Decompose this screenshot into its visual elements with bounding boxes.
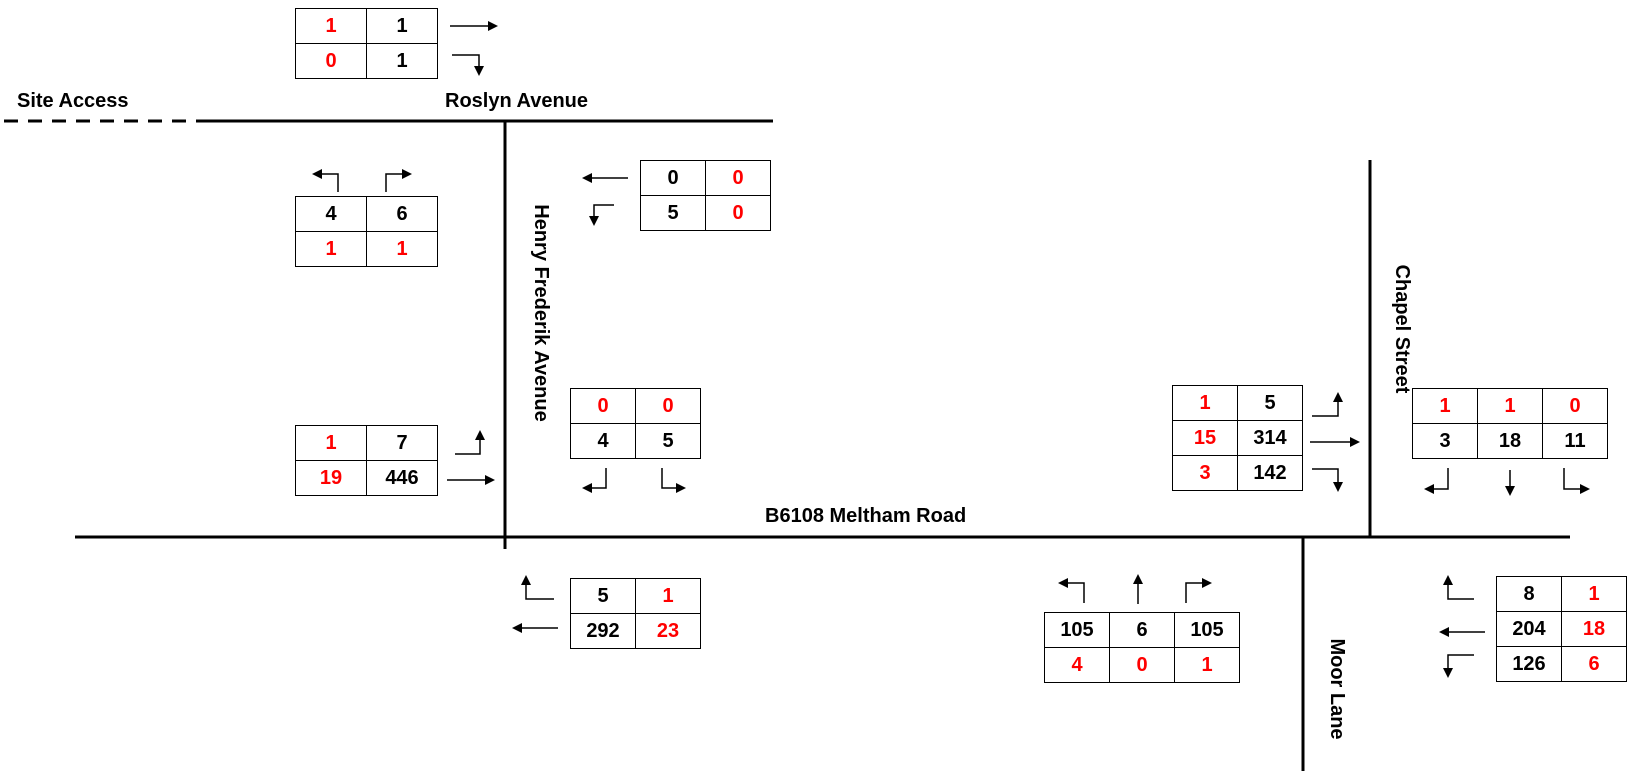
count-cell: 1	[366, 231, 438, 267]
count-cell: 105	[1174, 612, 1240, 648]
turn-left-up-icon	[1058, 578, 1085, 603]
count-cell: 1	[295, 8, 367, 44]
count-cell: 4	[570, 423, 636, 459]
count-cell: 8	[1496, 576, 1562, 612]
turn-left-down-icon	[589, 204, 614, 226]
count-cell: 1	[366, 43, 438, 79]
count-cell: 15	[1172, 420, 1238, 456]
count-cell: 314	[1237, 420, 1303, 456]
count-cell: 1	[1172, 385, 1238, 421]
arrow-right-icon	[1310, 437, 1360, 447]
count-cell: 1	[1412, 388, 1478, 424]
turn-left-down-icon	[1424, 468, 1449, 494]
turn-right-up-icon	[1185, 578, 1212, 603]
count-cell: 126	[1496, 646, 1562, 682]
turn-right-up-icon	[1443, 575, 1474, 600]
turn-left-down-icon	[582, 468, 607, 493]
site-access-label: Site Access	[17, 90, 129, 112]
count-cell: 5	[570, 578, 636, 614]
turn-left-down-icon	[1443, 654, 1474, 678]
roslyn-avenue-count-table: 1 1 0 1	[295, 8, 438, 79]
chapel-street-approach-count-table: 1 1 0 3 18 11	[1412, 388, 1608, 459]
arrow-left-icon	[1439, 627, 1485, 637]
b6108-meltham-road-label: B6108 Meltham Road	[765, 505, 967, 527]
count-cell: 6	[1109, 612, 1175, 648]
count-cell: 4	[1044, 647, 1110, 683]
count-cell: 1	[295, 231, 367, 267]
turn-left-up-icon	[312, 169, 339, 192]
count-cell: 0	[705, 160, 771, 196]
count-cell: 6	[366, 196, 438, 232]
meltham-east-approach-hfa-count-table: 5 1 292 23	[570, 578, 701, 649]
count-cell: 3	[1412, 423, 1478, 459]
count-cell: 11	[1542, 423, 1608, 459]
roslyn-avenue-label: Roslyn Avenue	[445, 90, 588, 112]
count-cell: 292	[570, 613, 636, 649]
count-cell: 4	[295, 196, 367, 232]
count-cell: 18	[1477, 423, 1543, 459]
count-cell: 6	[1561, 646, 1627, 682]
count-cell: 0	[1109, 647, 1175, 683]
hfa-north-left-count-table: 4 6 1 1	[295, 196, 438, 267]
count-cell: 0	[1542, 388, 1608, 424]
count-cell: 1	[1174, 647, 1240, 683]
count-cell: 446	[366, 460, 438, 496]
arrow-left-icon	[582, 173, 628, 183]
count-cell: 18	[1561, 611, 1627, 647]
count-cell: 7	[366, 425, 438, 461]
turn-left-up-icon	[455, 430, 485, 455]
count-cell: 105	[1044, 612, 1110, 648]
count-cell: 1	[366, 8, 438, 44]
count-cell: 23	[635, 613, 701, 649]
turn-right-down-icon	[1563, 468, 1590, 494]
hfa-south-approach-count-table: 0 0 4 5	[570, 388, 701, 459]
count-cell: 1	[295, 425, 367, 461]
count-cell: 1	[1477, 388, 1543, 424]
count-cell: 1	[1561, 576, 1627, 612]
henry-frederik-avenue-label: Henry Frederik Avenue	[530, 204, 552, 422]
turn-right-down-icon	[452, 54, 484, 76]
count-cell: 0	[635, 388, 701, 424]
turn-left-up-icon	[1312, 392, 1343, 417]
count-cell: 5	[635, 423, 701, 459]
arrow-left-icon	[512, 623, 558, 633]
count-cell: 5	[1237, 385, 1303, 421]
count-cell: 0	[640, 160, 706, 196]
count-cell: 0	[570, 388, 636, 424]
chapel-street-label: Chapel Street	[1391, 264, 1413, 394]
moor-lane-label: Moor Lane	[1326, 638, 1348, 740]
count-cell: 204	[1496, 611, 1562, 647]
count-cell: 142	[1237, 455, 1303, 491]
count-cell: 0	[295, 43, 367, 79]
count-cell: 5	[640, 195, 706, 231]
count-cell: 3	[1172, 455, 1238, 491]
meltham-west-approach-count-table: 1 7 19 446	[295, 425, 438, 496]
meltham-west-approach-chapel-count-table: 1 5 15 314 3 142	[1172, 385, 1303, 491]
arrow-right-icon	[447, 475, 495, 485]
moor-lane-approach-count-table: 105 6 105 4 0 1	[1044, 612, 1240, 683]
turn-right-up-icon	[521, 575, 554, 600]
turn-right-up-icon	[385, 169, 412, 192]
arrow-up-icon	[1133, 574, 1143, 604]
count-cell: 0	[705, 195, 771, 231]
arrow-down-icon	[1505, 470, 1515, 496]
meltham-east-approach-moor-count-table: 8 1 204 18 126 6	[1496, 576, 1627, 682]
turn-right-down-icon	[661, 468, 686, 493]
count-cell: 1	[635, 578, 701, 614]
count-cell: 19	[295, 460, 367, 496]
turn-right-down-icon	[1312, 468, 1343, 492]
arrow-right-icon	[450, 21, 498, 31]
hfa-north-right-count-table: 0 0 5 0	[640, 160, 771, 231]
